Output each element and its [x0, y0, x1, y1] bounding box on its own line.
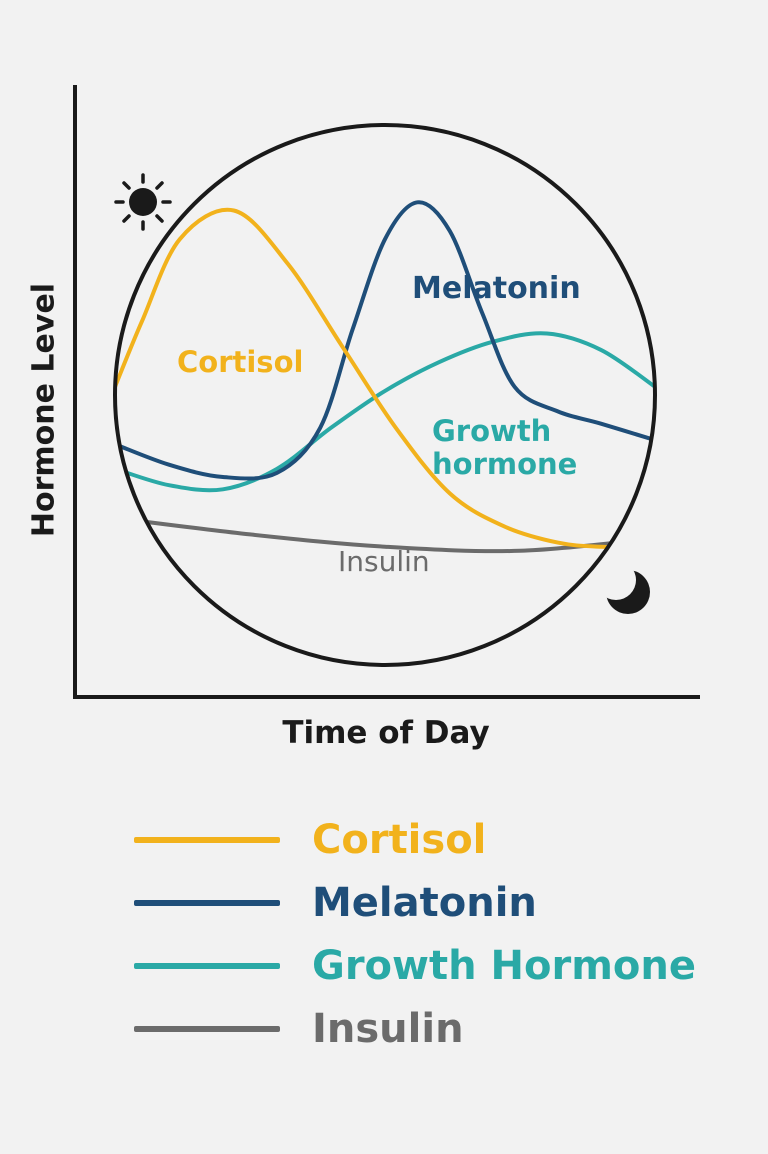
label-growth-hormone-line1: Growth — [432, 414, 551, 448]
y-axis-label: Hormone Level — [26, 282, 62, 538]
legend-label-growth-hormone: Growth Hormone — [312, 942, 696, 989]
series-line-insulin — [115, 516, 655, 554]
x-axis-label: Time of Day — [282, 715, 490, 751]
series-line-cortisol — [115, 207, 655, 550]
series-line-melatonin — [115, 200, 655, 481]
legend-item-cortisol: Cortisol — [134, 808, 734, 871]
legend-item-insulin: Insulin — [134, 997, 734, 1060]
legend: Cortisol Melatonin Growth Hormone Insuli… — [134, 808, 734, 1060]
legend-label-melatonin: Melatonin — [312, 879, 537, 926]
series-line-growth-hormone — [115, 331, 655, 493]
sun-icon — [114, 173, 172, 231]
legend-item-melatonin: Melatonin — [134, 871, 734, 934]
label-insulin: Insulin — [338, 545, 430, 578]
legend-swatch-growth-hormone — [134, 962, 280, 969]
legend-swatch-melatonin — [134, 899, 280, 906]
series-group — [115, 200, 655, 554]
hormone-chart: Cortisol Melatonin Growth hormone Insuli… — [73, 85, 700, 699]
moon-icon — [606, 570, 650, 614]
legend-label-insulin: Insulin — [312, 1005, 464, 1052]
circle-frame — [113, 123, 657, 667]
label-growth-hormone-line2: hormone — [432, 447, 577, 481]
legend-swatch-insulin — [134, 1025, 280, 1032]
legend-swatch-cortisol — [134, 836, 280, 843]
label-melatonin: Melatonin — [412, 271, 581, 306]
legend-label-cortisol: Cortisol — [312, 816, 487, 863]
label-cortisol: Cortisol — [177, 345, 303, 379]
legend-item-growth-hormone: Growth Hormone — [134, 934, 734, 997]
